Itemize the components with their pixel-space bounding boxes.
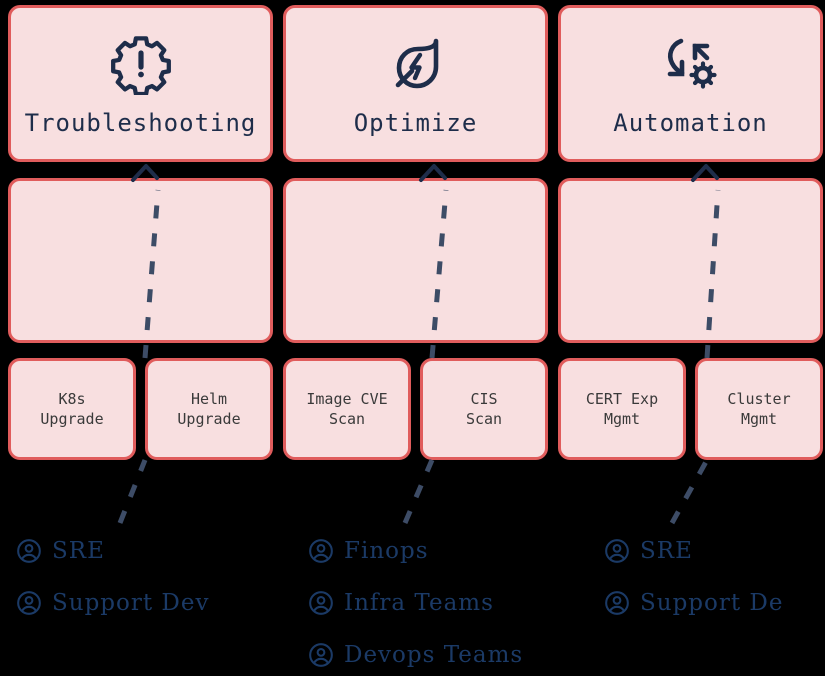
- header-title: Troubleshooting: [24, 108, 257, 137]
- persona-item[interactable]: Devops Teams: [308, 642, 523, 668]
- header-title: Automation: [613, 108, 768, 137]
- header-card-automation[interactable]: Automation: [558, 5, 823, 162]
- leaf-title: K8s Upgrade: [40, 389, 104, 428]
- persona-item[interactable]: SRE: [16, 538, 105, 564]
- leaf-card-cis-scan[interactable]: CIS Scan: [420, 358, 548, 460]
- connector-line-optimize: [402, 459, 435, 524]
- leaf-title: Helm Upgrade: [177, 389, 241, 428]
- refresh-gear-icon: [659, 31, 723, 95]
- persona-item[interactable]: Infra Teams: [308, 590, 494, 616]
- persona-label: Finops: [344, 538, 429, 564]
- persona-label: SRE: [640, 538, 693, 564]
- leaf-card-cert-exp-mgmt[interactable]: CERT Exp Mgmt: [558, 358, 686, 460]
- leaf-card-k8s-upgrade[interactable]: K8s Upgrade: [8, 358, 136, 460]
- connector-line-automation: [669, 458, 710, 525]
- user-circle-icon: [308, 538, 334, 564]
- leaf-title: Cluster Mgmt: [727, 389, 791, 428]
- connector-line-troubleshooting: [117, 459, 148, 524]
- persona-item[interactable]: Finops: [308, 538, 429, 564]
- persona-label: SRE: [52, 538, 105, 564]
- persona-label: Devops Teams: [344, 642, 524, 668]
- persona-item[interactable]: SRE: [604, 538, 693, 564]
- persona-label: Infra Teams: [344, 590, 494, 616]
- leaf-title: CERT Exp Mgmt: [585, 389, 659, 428]
- middle-card-optimize[interactable]: [283, 178, 548, 343]
- persona-label: Support De: [640, 590, 784, 616]
- header-card-troubleshooting[interactable]: Troubleshooting: [8, 5, 273, 162]
- persona-label: Support Dev: [52, 590, 210, 616]
- header-title: Optimize: [353, 108, 478, 137]
- leaf-bolt-icon: [384, 31, 448, 95]
- leaf-title: Image CVE Scan: [306, 389, 388, 428]
- user-circle-icon: [604, 590, 630, 616]
- leaf-card-helm-upgrade[interactable]: Helm Upgrade: [145, 358, 273, 460]
- leaf-card-image-cve-scan[interactable]: Image CVE Scan: [283, 358, 411, 460]
- leaf-card-cluster-mgmt[interactable]: Cluster Mgmt: [695, 358, 823, 460]
- user-circle-icon: [308, 642, 334, 668]
- middle-card-troubleshooting[interactable]: [8, 178, 273, 343]
- persona-item[interactable]: Support De: [604, 590, 783, 616]
- persona-item[interactable]: Support Dev: [16, 590, 209, 616]
- user-circle-icon: [16, 538, 42, 564]
- user-circle-icon: [16, 590, 42, 616]
- leaf-title: CIS Scan: [465, 389, 503, 428]
- user-circle-icon: [308, 590, 334, 616]
- middle-card-automation[interactable]: [558, 178, 823, 343]
- user-circle-icon: [604, 538, 630, 564]
- gear-exclamation-icon: [109, 31, 173, 96]
- header-card-optimize[interactable]: Optimize: [283, 5, 548, 162]
